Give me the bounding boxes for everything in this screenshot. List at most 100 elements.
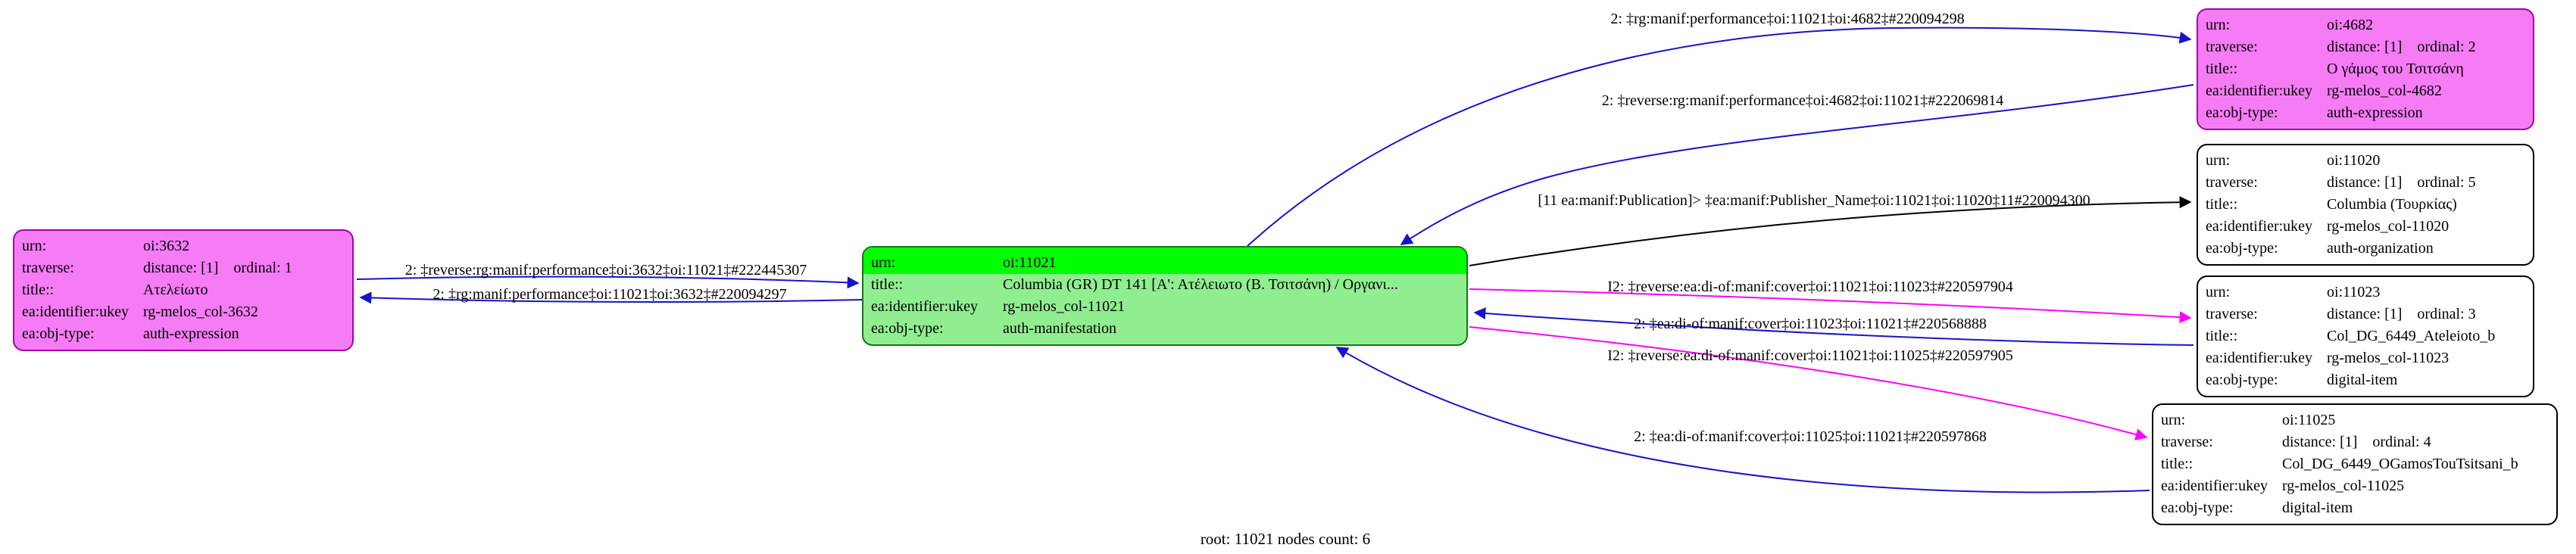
objtype-row: ea:obj-type: digital-item [2161, 497, 2549, 519]
ukey-row: ea:identifier:ukey rg-melos_col-11025 [2161, 475, 2549, 497]
traverse-row: traverse: distance: [1] ordinal: 1 [22, 257, 345, 279]
objtype-value: auth-organization [2327, 240, 2434, 257]
edge-reverse-performance-3632-11021 [356, 275, 860, 289]
urn-row: urn: oi:4682 [2206, 14, 2525, 36]
node-11021-root[interactable]: urn: oi:11021 title:: Columbia (GR) DT 1… [862, 246, 1468, 346]
traverse-row: traverse: distance: [1] ordinal: 2 [2206, 36, 2525, 58]
edge-label-cover-11023-11021: 2: ‡ea:di-of:manif:cover‡oi:11023‡oi:110… [1634, 316, 1987, 332]
edge-reverse-cover-11021-11023 [1469, 288, 2192, 324]
edge-label-performance-11021-4682: 2: ‡rg:manif:performance‡oi:11021‡oi:468… [1610, 11, 1965, 27]
objtype-value: auth-manifestation [1003, 320, 1116, 337]
title-value: Ο γάμος του Τσιτσάνη [2327, 61, 2464, 77]
objtype-value: digital-item [2282, 500, 2353, 516]
title-row: title:: Ατελείωτο [22, 279, 345, 301]
urn-row: urn: oi:11023 [2206, 282, 2525, 303]
edge-performance-11021-3632 [359, 291, 863, 304]
edge-label-reverse-performance-4682-11021: 2: ‡reverse:rg:manif:performance‡oi:4682… [1601, 92, 2004, 109]
ukey-label: ea:identifier:ukey [2161, 478, 2268, 494]
title-label: title:: [2206, 196, 2238, 213]
traverse-label: traverse: [2206, 306, 2258, 322]
edge-label-reverse-performance-3632-11021: 2: ‡reverse:rg:manif:performance‡oi:3632… [404, 262, 807, 279]
urn-row-highlighted: urn: oi:11021 [863, 247, 1466, 274]
urn-label: urn: [2161, 412, 2186, 428]
traverse-value: distance: [1] ordinal: 2 [2327, 39, 2476, 55]
traverse-row: traverse: distance: [1] ordinal: 4 [2161, 431, 2549, 453]
urn-value: oi:11021 [1003, 254, 1057, 271]
traverse-row: traverse: distance: [1] ordinal: 3 [2206, 303, 2525, 325]
root-caption: root: 11021 nodes count: 6 [1200, 530, 1371, 548]
objtype-value: digital-item [2327, 372, 2398, 388]
title-row: title:: Columbia (Τουρκίας) [2206, 194, 2525, 216]
urn-label: urn: [2206, 152, 2231, 169]
title-row: title:: Columbia (GR) DT 141 [Α': Ατέλει… [871, 274, 1459, 296]
ukey-value: rg-melos_col-11021 [1003, 298, 1126, 315]
title-value: Columbia (GR) DT 141 [Α': Ατέλειωτο (Β. … [1003, 276, 1398, 293]
urn-row: urn: oi:3632 [22, 235, 345, 257]
urn-label: urn: [2206, 284, 2231, 300]
node-11020[interactable]: urn: oi:11020 traverse: distance: [1] or… [2197, 144, 2534, 266]
title-label: title:: [2206, 328, 2238, 344]
objtype-row: ea:obj-type: auth-organization [2206, 238, 2525, 260]
urn-label: urn: [2206, 17, 2231, 33]
title-value: Ατελείωτο [143, 282, 208, 298]
traverse-value: distance: [1] ordinal: 4 [2282, 434, 2431, 450]
objtype-row: ea:obj-type: auth-manifestation [871, 318, 1459, 340]
title-value: Col_DG_6449_Ateleioto_b [2327, 328, 2496, 344]
edge-reverse-cover-11021-11025 [1469, 326, 2148, 440]
objtype-value: auth-expression [2327, 104, 2423, 121]
edge-cover-11023-11021 [1473, 307, 2194, 346]
node-11023[interactable]: urn: oi:11023 traverse: distance: [1] or… [2197, 275, 2534, 397]
ukey-label: ea:identifier:ukey [871, 298, 979, 315]
traverse-label: traverse: [2206, 39, 2258, 55]
traverse-value: distance: [1] ordinal: 3 [2327, 306, 2476, 322]
urn-label: urn: [22, 238, 47, 254]
objtype-row: ea:obj-type: digital-item [2206, 369, 2525, 391]
ukey-value: rg-melos_col-11023 [2327, 350, 2450, 366]
objtype-row: ea:obj-type: auth-expression [22, 323, 345, 345]
urn-row: urn: oi:11025 [2161, 409, 2549, 431]
ukey-value: rg-melos_col-11020 [2327, 218, 2450, 235]
ukey-label: ea:identifier:ukey [2206, 218, 2313, 235]
traverse-value: distance: [1] ordinal: 5 [2327, 174, 2476, 191]
edge-performance-11021-4682 [1247, 26, 2192, 247]
objtype-label: ea:obj-type: [2206, 240, 2278, 257]
title-label: title:: [2161, 456, 2194, 472]
node-3632[interactable]: urn: oi:3632 traverse: distance: [1] ord… [13, 229, 354, 351]
node-4682[interactable]: urn: oi:4682 traverse: distance: [1] ord… [2197, 8, 2534, 130]
edge-reverse-performance-4682-11021 [1400, 84, 2194, 245]
ukey-row: ea:identifier:ukey rg-melos_col-11021 [871, 296, 1459, 318]
traverse-label: traverse: [2206, 174, 2258, 191]
traverse-label: traverse: [22, 260, 74, 276]
title-row: title:: Col_DG_6449_Ateleioto_b [2206, 325, 2525, 347]
objtype-label: ea:obj-type: [2161, 500, 2234, 516]
edge-label-reverse-cover-11021-11023: I2: ‡reverse:ea:di-of:manif:cover‡oi:110… [1607, 279, 2013, 295]
objtype-label: ea:obj-type: [2206, 372, 2278, 388]
ukey-row: ea:identifier:ukey rg-melos_col-4682 [2206, 80, 2525, 102]
node-11025[interactable]: urn: oi:11025 traverse: distance: [1] or… [2152, 403, 2558, 525]
urn-value: oi:11023 [2327, 284, 2381, 300]
objtype-label: ea:obj-type: [871, 320, 944, 337]
objtype-label: ea:obj-type: [22, 325, 95, 342]
objtype-label: ea:obj-type: [2206, 104, 2278, 121]
ukey-row: ea:identifier:ukey rg-melos_col-11020 [2206, 216, 2525, 238]
urn-value: oi:3632 [143, 238, 190, 254]
edge-label-cover-11025-11021: 2: ‡ea:di-of:manif:cover‡oi:11025‡oi:110… [1634, 428, 1987, 445]
title-value: Col_DG_6449_OGamosTouTsitsani_b [2282, 456, 2518, 472]
ukey-label: ea:identifier:ukey [2206, 350, 2313, 366]
traverse-value: distance: [1] ordinal: 1 [143, 260, 292, 276]
ukey-value: rg-melos_col-4682 [2327, 82, 2442, 99]
edge-label-reverse-cover-11021-11025: I2: ‡reverse:ea:di-of:manif:cover‡oi:110… [1607, 347, 2013, 364]
title-label: title:: [22, 282, 55, 298]
edge-label-performance-11021-3632: 2: ‡rg:manif:performance‡oi:11021‡oi:363… [432, 286, 787, 303]
edge-publisher-name-11021-11020 [1469, 196, 2192, 266]
traverse-row: traverse: distance: [1] ordinal: 5 [2206, 172, 2525, 194]
urn-value: oi:11020 [2327, 152, 2381, 169]
ukey-value: rg-melos_col-11025 [2282, 478, 2405, 494]
ukey-row: ea:identifier:ukey rg-melos_col-3632 [22, 301, 345, 323]
title-label: title:: [871, 276, 904, 293]
urn-value: oi:4682 [2327, 17, 2374, 33]
title-row: title:: Col_DG_6449_OGamosTouTsitsani_b [2161, 453, 2549, 475]
title-label: title:: [2206, 61, 2238, 77]
